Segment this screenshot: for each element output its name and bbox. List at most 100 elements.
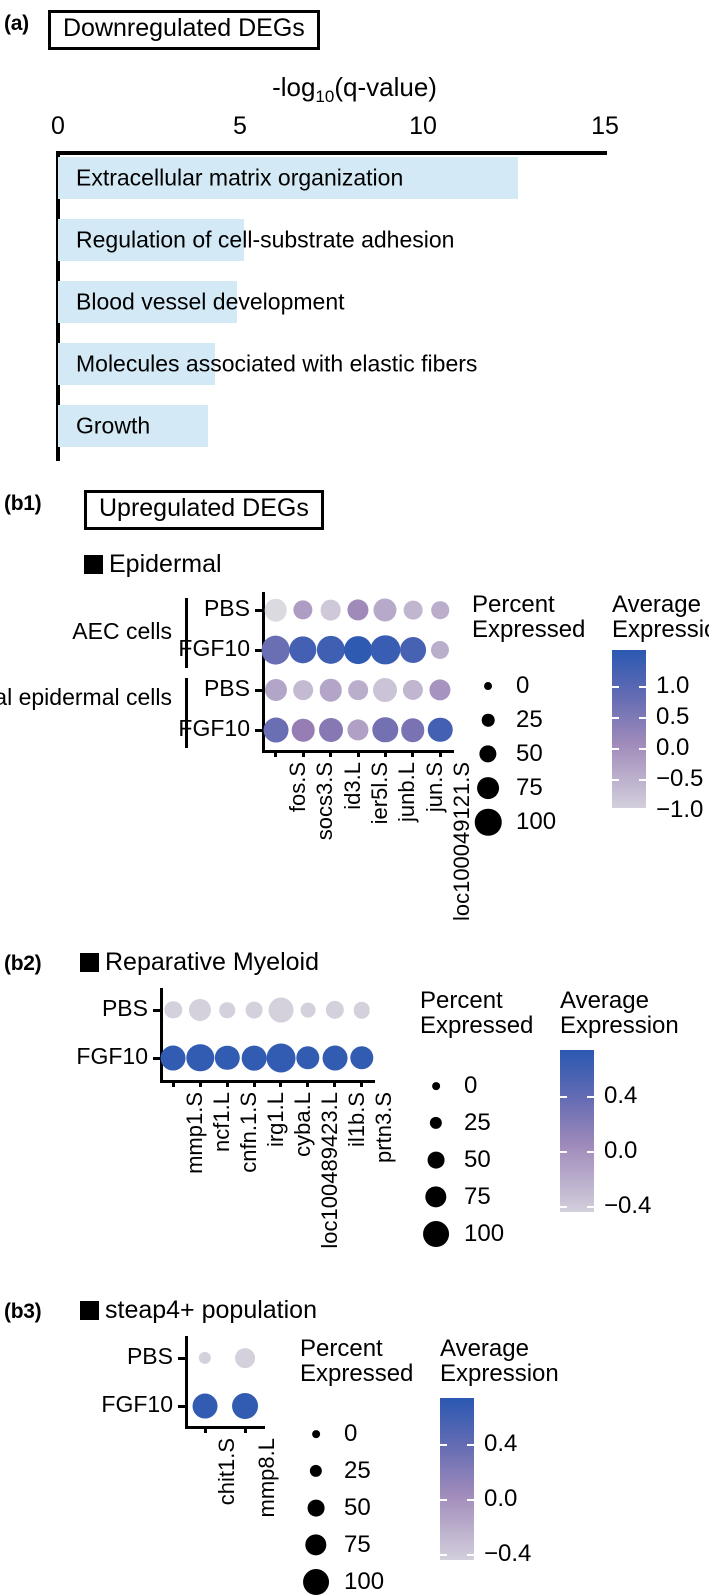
legend-size-value: 50 [516, 740, 543, 767]
legend-size-dot [305, 1534, 327, 1556]
axis-title-pre: -log [272, 72, 316, 102]
dot [428, 717, 453, 743]
color-bar-tick [440, 1554, 447, 1556]
panel-a-bar-row: Growth [58, 405, 606, 447]
dot [245, 1001, 263, 1019]
group-bracket-aec [185, 598, 188, 668]
color-bar-label: −0.4 [604, 1192, 652, 1219]
plot-x-tick [198, 1080, 202, 1087]
plot-x-tick [279, 1080, 283, 1087]
plot-x-axis [160, 1080, 375, 1083]
dot [293, 680, 313, 700]
legend-size-value: 100 [516, 808, 557, 835]
color-bar-tick [560, 1096, 567, 1098]
dot [214, 1045, 240, 1071]
plot-y-tick [255, 609, 262, 612]
dot [263, 717, 289, 743]
panel-a-bar-fill [58, 405, 208, 447]
color-bar-tick [467, 1499, 474, 1501]
color-bar-tick [587, 1151, 594, 1153]
row-label-pbs: PBS [203, 675, 250, 701]
panel-a-axis-title: -log10(q-value) [272, 72, 437, 107]
legend-size-dot [427, 1151, 445, 1169]
dot [372, 717, 399, 743]
dot [198, 1351, 212, 1365]
color-bar-tick [467, 1554, 474, 1556]
plot-y-tick [178, 1405, 185, 1408]
legend-title-line: Expressed [300, 1360, 414, 1388]
legend-title-line: Average [612, 591, 701, 618]
gene-label: chit1.S [214, 1438, 239, 1506]
legend-title-line: Expression [440, 1360, 559, 1388]
gene-label: mmp8.L [254, 1438, 279, 1518]
legend-size-value: 25 [464, 1109, 491, 1136]
gene-label: junb.L [394, 762, 420, 822]
legend-size-value: 75 [516, 774, 543, 801]
plot-x-tick [360, 1080, 364, 1087]
plot-y-tick [178, 1357, 185, 1360]
gene-label: mmp1.S [182, 1092, 208, 1174]
legend-title-line: Percent [420, 987, 503, 1014]
plot-x-tick [203, 1426, 207, 1433]
panel-a-bar-label: Growth [76, 412, 151, 439]
panel-b1-subtitle-text: Epidermal [109, 550, 222, 578]
color-bar-tick [467, 1444, 474, 1446]
panel-a-bar-fill [58, 343, 216, 385]
row-label-fgf10: FGF10 [76, 1043, 148, 1069]
plot-x-tick [411, 750, 415, 757]
plot-x-tick [306, 1080, 310, 1087]
dot [431, 601, 450, 619]
dot [403, 600, 423, 620]
plot-y-axis [262, 592, 265, 750]
legend-size-value: 50 [344, 1494, 371, 1521]
legend-size-dot [309, 1464, 323, 1478]
color-bar-label: −0.5 [656, 765, 704, 792]
plot-y-tick [153, 1009, 160, 1012]
color-bar-label: 0.0 [484, 1485, 518, 1512]
group-label-basal-epidermal-cells: Basal epidermal cells [0, 684, 172, 710]
gene-label: loc100489423.L [316, 1092, 342, 1249]
gene-label: socs3.S [312, 762, 338, 841]
legend-square-icon [80, 953, 99, 972]
dot [344, 636, 372, 664]
legend-size-dot [432, 1082, 440, 1090]
color-bar [560, 1050, 594, 1212]
dot [348, 680, 368, 700]
legend-title-line: Expressed [472, 616, 586, 644]
panel-a-bar-row: Extracellular matrix organization [58, 157, 606, 199]
row-label-pbs: PBS [101, 995, 148, 1021]
color-bar-tick [587, 1096, 594, 1098]
dot [325, 1000, 344, 1020]
color-bar-label: 0.4 [604, 1082, 638, 1109]
row-label-pbs: PBS [203, 595, 250, 621]
legend-title-line: Expression [560, 1012, 679, 1040]
dot [268, 997, 294, 1023]
plot-x-tick [383, 750, 387, 757]
color-bar-tick [639, 717, 646, 719]
color-bar-label: −0.4 [484, 1540, 532, 1567]
color-bar-tick [639, 748, 646, 750]
plot-y-axis [160, 988, 163, 1080]
legend-size-value: 0 [516, 672, 530, 699]
dot [289, 636, 317, 664]
legend-size-dot [477, 777, 499, 799]
color-bar [440, 1398, 474, 1560]
axis-title-post: (q-value) [334, 72, 437, 102]
legend-title-line: Expression [612, 616, 709, 644]
panel-a-bar-fill [58, 157, 519, 199]
dot [402, 679, 423, 701]
legend-size-dot [484, 682, 492, 690]
legend-size-dot [429, 1116, 443, 1130]
legend-size-dot [425, 1186, 447, 1208]
color-bar-label: 0.0 [604, 1137, 638, 1164]
color-bar-tick [639, 686, 646, 688]
color-bar [612, 650, 646, 808]
panel-a-bar-label: Extracellular matrix organization [76, 164, 404, 191]
legend-size-dot [423, 1221, 449, 1247]
panel-a-xtick-5: 5 [233, 112, 247, 140]
color-bar-tick [560, 1151, 567, 1153]
